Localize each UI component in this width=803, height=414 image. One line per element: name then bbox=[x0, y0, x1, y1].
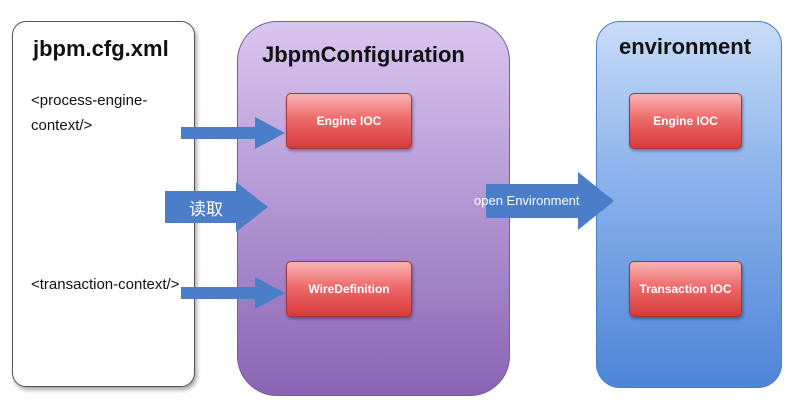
config-file-panel: jbpm.cfg.xml <process-engine-context/> <… bbox=[12, 21, 195, 387]
transaction-arrow bbox=[181, 277, 285, 309]
open-environment-arrow bbox=[486, 172, 614, 230]
engine-ioc-box: Engine IOC bbox=[286, 93, 412, 149]
jbpm-configuration-panel: JbpmConfiguration Engine IOC WireDefinit… bbox=[237, 21, 510, 396]
read-arrow bbox=[165, 182, 268, 232]
open-environment-label: open Environment bbox=[474, 193, 580, 208]
config-file-title: jbpm.cfg.xml bbox=[33, 36, 169, 61]
process-engine-context-entry: <process-engine-context/> bbox=[31, 92, 148, 134]
transaction-ioc-box: Transaction IOC bbox=[629, 261, 742, 317]
process-engine-arrow bbox=[181, 117, 285, 149]
environment-engine-ioc-box: Engine IOC bbox=[629, 93, 742, 149]
transaction-context-entry: <transaction-context/> bbox=[31, 276, 180, 293]
environment-panel: environment Engine IOC Transaction IOC bbox=[596, 21, 782, 388]
environment-title: environment bbox=[619, 34, 752, 59]
jbpm-configuration-title: JbpmConfiguration bbox=[262, 42, 465, 67]
read-label: 读取 bbox=[189, 200, 223, 219]
wire-definition-box: WireDefinition bbox=[286, 261, 412, 317]
